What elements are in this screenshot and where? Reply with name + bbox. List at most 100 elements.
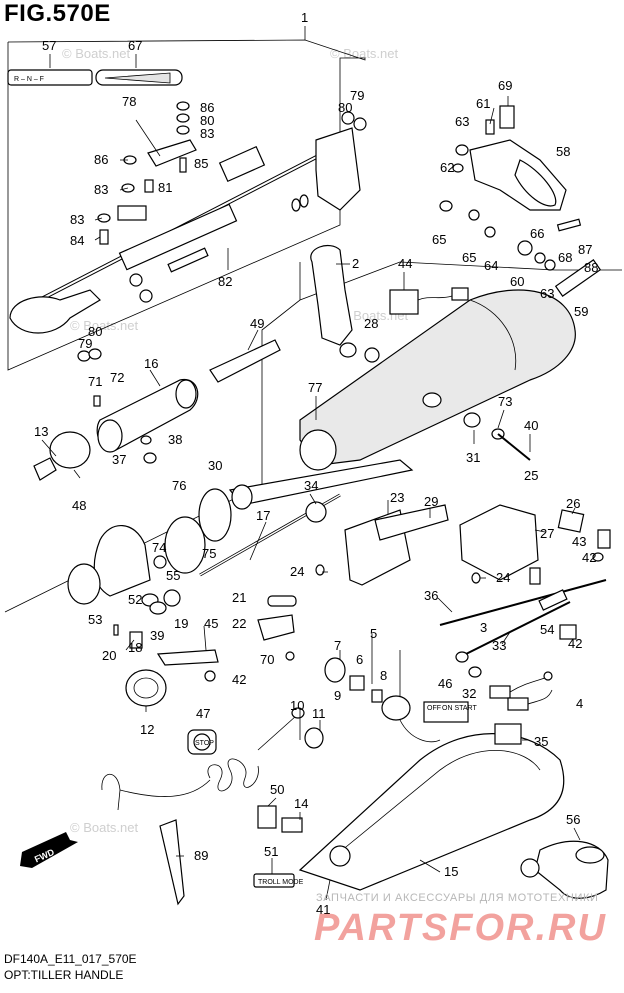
callout: 46 [438,676,452,691]
callout: 84 [70,233,84,248]
figure-title: FIG.570E [4,0,111,27]
callout: 42 [582,550,596,565]
troll-mode-label: TROLL MODE [258,879,304,886]
tiller-handle-body [299,289,576,471]
callout: 62 [440,160,454,175]
callout: 55 [166,568,180,583]
callout: 22 [232,616,246,631]
callout: 81 [158,180,172,195]
callout: 39 [150,628,164,643]
callout: 61 [476,96,490,111]
shift-label-plate: R – N – F [7,69,93,86]
callout: 64 [484,258,498,273]
callout: 18 [128,640,142,655]
wiring-harness [489,671,553,711]
callout: 69 [498,78,512,93]
callout: 75 [202,546,216,561]
callout: 88 [584,260,598,275]
callout: 87 [578,242,592,257]
callout: 17 [256,508,270,523]
watermark: © Boats.net [70,820,139,835]
footer-model: DF140A_E11_017_570E [4,952,137,966]
switch-label-on: ON START [442,705,477,712]
callout: 31 [466,450,480,465]
clamp-56 [520,840,609,899]
callout: 68 [558,250,572,265]
callout: 79 [78,336,92,351]
switch-module-lower: TROLL MODE [253,805,351,888]
logo-text: PARTSFOR.RU [314,907,607,948]
callout: 59 [574,304,588,319]
callout: 20 [102,648,116,663]
switch-housing [459,504,611,585]
callout: 24 [290,564,304,579]
callout: 9 [334,688,341,703]
callout: 21 [232,590,246,605]
callout: 86 [200,100,214,115]
callout: 67 [128,38,142,53]
callout: 12 [140,722,154,737]
friction-knob [33,395,157,481]
callout: 77 [308,380,322,395]
callout: 58 [556,144,570,159]
callout: 86 [94,152,108,167]
callout: 8 [380,668,387,683]
watermark: © Boats.net [62,46,131,61]
callout: 6 [356,652,363,667]
callout: 70 [260,652,274,667]
fwd-arrow: FWD [20,832,78,868]
callout: 7 [334,638,341,653]
callout: 76 [172,478,186,493]
lanyard-coil [101,707,324,811]
callout: 5 [370,626,377,641]
callout: 43 [572,534,586,549]
assembly-frame [7,39,366,371]
callout: 32 [462,686,476,701]
callout: 80 [200,113,214,128]
decal-67 [95,69,183,86]
footer-subtitle: OPT:TILLER HANDLE [4,968,124,982]
callout: 19 [174,616,188,631]
throttle-linkage [9,127,361,334]
callout: 83 [94,182,108,197]
switch-label-off: OFF [427,705,441,712]
callout: 36 [424,588,438,603]
callout: 26 [566,496,580,511]
callout: 2 [352,256,359,271]
callout: 51 [264,844,278,859]
logo-graphic: PARTSFOR.RU [314,907,607,949]
callout: 15 [444,864,458,879]
callout: 89 [194,848,208,863]
callout: 35 [534,734,548,749]
switch-44 [389,287,469,315]
collar-49 [209,339,281,383]
ignition-switch [324,657,441,743]
callout: 83 [70,212,84,227]
callout: 71 [88,374,102,389]
callout: 24 [496,570,510,585]
callout: 65 [462,250,476,265]
callout: 80 [338,100,352,115]
stop-switch: STOP [187,729,217,755]
throttle-grip [96,379,199,453]
knob-12 [125,669,167,707]
callout: 44 [398,256,412,271]
callout: 14 [294,796,308,811]
switch-label-plate: OFF ON START [423,701,477,723]
callout: 63 [540,286,554,301]
callout: 13 [34,424,48,439]
handle-shaft [164,459,414,577]
callout: 83 [200,126,214,141]
callout: 34 [304,478,318,493]
callout: 1 [301,10,308,25]
callout: 74 [152,540,166,555]
callout: 49 [250,316,264,331]
callout: 63 [455,114,469,129]
site-logo: PARTSFOR.RU [312,902,612,949]
callout: 56 [566,812,580,827]
callout: 73 [498,394,512,409]
callout: 54 [540,622,554,637]
callout: 79 [350,88,364,103]
